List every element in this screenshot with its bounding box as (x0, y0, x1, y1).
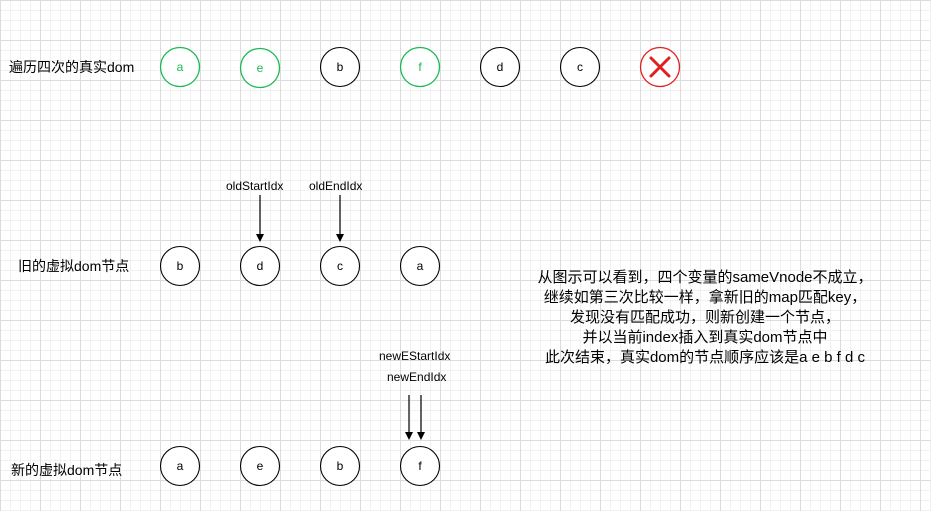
old-vdom-node: b (159, 245, 201, 287)
svg-text:f: f (418, 459, 422, 473)
old-end-idx-label: oldEndIdx (309, 179, 363, 193)
real-dom-row: a e b f d c (159, 46, 681, 89)
real-dom-node: a (159, 46, 201, 88)
new-vdom-row: a e b f (159, 445, 441, 487)
old-vdom-row: b d c a (159, 245, 441, 287)
real-dom-node: f (399, 46, 441, 88)
note-line: 此次结束，真实dom的节点顺序应该是a e b f d c (544, 349, 866, 366)
new-start-idx-label: newEStartIdx (379, 349, 451, 363)
note-line: 从图示可以看到，四个变量的sameVnode不成立， (537, 269, 873, 286)
new-vdom-node: f (399, 445, 441, 487)
real-dom-row-label: 遍历四次的真实dom (9, 59, 135, 75)
close-icon (639, 46, 681, 88)
svg-text:a: a (177, 459, 184, 473)
new-vdom-node: a (159, 445, 201, 487)
note-line: 继续如第三次比较一样，拿新旧的map匹配key， (543, 289, 867, 306)
old-vdom-node: a (399, 245, 441, 287)
old-vdom-node: c (319, 245, 361, 287)
note-line: 发现没有匹配成功，则新创建一个节点， (569, 309, 840, 326)
real-dom-node: d (479, 46, 521, 88)
svg-text:f: f (418, 60, 422, 74)
new-vdom-node: e (239, 445, 281, 487)
svg-text:c: c (337, 259, 343, 273)
svg-text:b: b (337, 60, 344, 74)
old-start-idx-label: oldStartIdx (226, 179, 284, 193)
old-vdom-node: d (239, 245, 281, 287)
svg-text:c: c (577, 60, 583, 74)
svg-text:e: e (257, 61, 264, 75)
note-line: 并以当前index插入到真实dom节点中 (582, 329, 828, 346)
real-dom-node: b (319, 46, 361, 88)
svg-text:a: a (177, 60, 184, 74)
svg-text:b: b (337, 459, 344, 473)
svg-text:b: b (177, 259, 184, 273)
svg-text:d: d (257, 259, 264, 273)
new-vdom-node: b (319, 445, 361, 487)
explanation-note: 从图示可以看到，四个变量的sameVnode不成立， 继续如第三次比较一样，拿新… (495, 268, 915, 368)
real-dom-node: e (239, 47, 281, 89)
svg-text:a: a (417, 259, 424, 273)
real-dom-node: c (559, 46, 601, 88)
svg-text:e: e (257, 459, 264, 473)
old-vdom-row-label: 旧的虚拟dom节点 (18, 258, 130, 274)
new-end-idx-label: newEndIdx (387, 370, 447, 384)
new-vdom-row-label: 新的虚拟dom节点 (11, 462, 123, 478)
svg-text:d: d (497, 60, 504, 74)
